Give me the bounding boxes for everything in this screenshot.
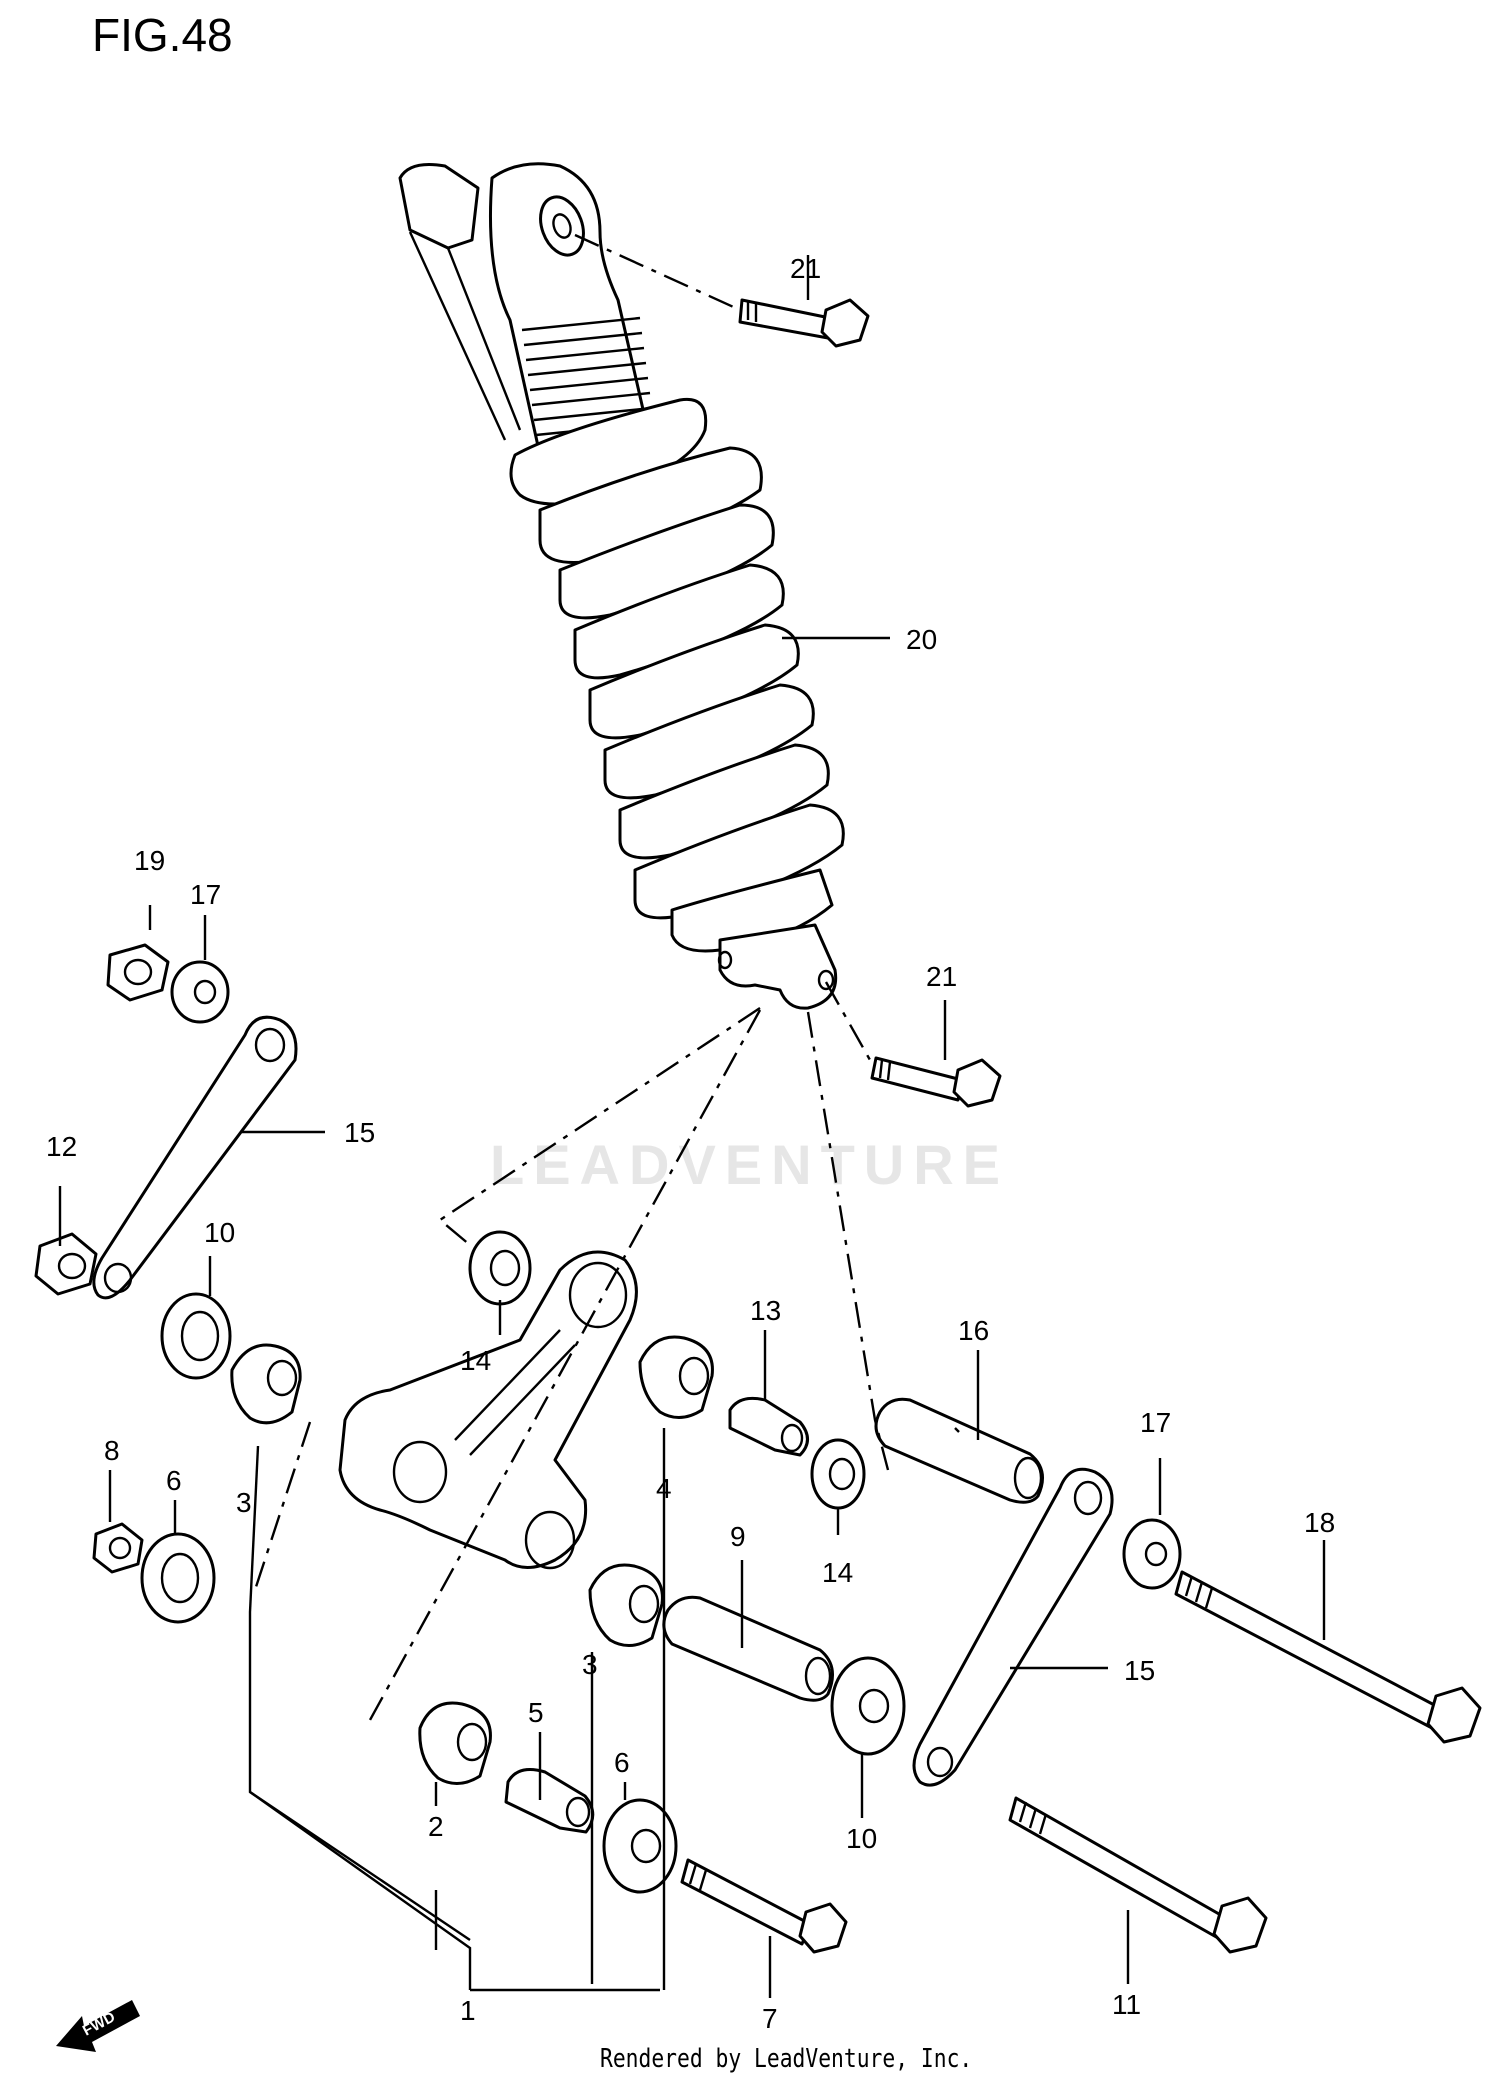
callout-bearing-3-upper: 3 xyxy=(236,1487,252,1518)
figure-title: FIG.48 xyxy=(92,9,233,61)
leader-lines xyxy=(58,255,1326,1998)
callout-oil-seal-14-right: 14 xyxy=(822,1557,853,1588)
bearing-3-lower xyxy=(588,1563,664,1647)
oil-seal-10-right xyxy=(830,1656,906,1756)
oil-seal-6-right xyxy=(602,1798,678,1894)
callout-oil-seal-6-left: 6 xyxy=(166,1465,182,1496)
footer-credit: Rendered by LeadVenture, Inc. xyxy=(600,2044,973,2074)
callout-tie-rod-15-left: 15 xyxy=(344,1117,375,1148)
lower-shock-bolt xyxy=(870,1056,1002,1108)
bolt-7 xyxy=(680,1858,848,1954)
callout-oil-seal-10-left: 10 xyxy=(204,1217,235,1248)
washer-17 xyxy=(170,960,230,1024)
callout-pipe-16: 16 xyxy=(958,1315,989,1346)
bolt-11 xyxy=(1008,1796,1268,1954)
callout-bolt-18: 18 xyxy=(1304,1507,1335,1538)
spacer-5 xyxy=(504,1768,595,1834)
rear-shock-absorber xyxy=(398,162,845,1010)
pipe-16 xyxy=(874,1397,1044,1504)
bearing-3-upper xyxy=(230,1343,302,1425)
callout-nut-8: 8 xyxy=(104,1435,120,1466)
callout-nut-19: 19 xyxy=(134,845,165,876)
oil-seal-14-upper xyxy=(468,1230,532,1306)
callout-lower-bolt-21: 21 xyxy=(926,961,957,992)
callout-washer-17: 17 xyxy=(190,879,221,910)
fwd-arrow-icon: FWD xyxy=(56,2000,140,2052)
callout-pipe-9: 9 xyxy=(730,1521,746,1552)
tie-rod-right xyxy=(912,1467,1114,1787)
callout-bolt-7: 7 xyxy=(762,2003,778,2034)
callout-washer-17-right: 17 xyxy=(1140,1407,1171,1438)
callout-upper-bolt-21: 21 xyxy=(790,253,821,284)
callout-bearing-3-lower: 3 xyxy=(582,1649,598,1680)
watermark: LEADVENTURE xyxy=(490,1133,1010,1196)
callout-bearing-4: 4 xyxy=(656,1473,672,1504)
oil-seal-6-left xyxy=(140,1532,216,1624)
callout-cushion-lever-1: 1 xyxy=(460,1995,476,2026)
callout-spacer-5: 5 xyxy=(528,1697,544,1728)
upper-shock-bolt xyxy=(738,298,870,348)
spacer-13 xyxy=(728,1396,809,1457)
oil-seal-10-left xyxy=(160,1292,232,1380)
callout-tie-rod-15-right: 15 xyxy=(1124,1655,1155,1686)
callout-oil-seal-14-upper: 14 xyxy=(460,1345,491,1376)
bearing-2 xyxy=(418,1701,492,1785)
tie-rod-left xyxy=(92,1015,298,1300)
washer-17-right xyxy=(1122,1518,1182,1590)
callout-nut-12: 12 xyxy=(46,1131,77,1162)
pipe-9 xyxy=(662,1595,834,1702)
nut-8 xyxy=(92,1522,144,1574)
cushion-lever xyxy=(338,1250,638,1570)
bearing-4 xyxy=(638,1335,714,1419)
callout-oil-seal-6-right: 6 xyxy=(614,1747,630,1778)
callout-oil-seal-10-right: 10 xyxy=(846,1823,877,1854)
callout-shock-20: 20 xyxy=(906,624,937,655)
nut-19 xyxy=(106,943,170,1002)
callout-bearing-2: 2 xyxy=(428,1811,444,1842)
oil-seal-14-right xyxy=(810,1438,866,1510)
nut-12 xyxy=(34,1232,98,1296)
bolt-18 xyxy=(1174,1570,1482,1744)
callout-bolt-11: 11 xyxy=(1112,1989,1141,2020)
callout-spacer-13: 13 xyxy=(750,1295,781,1326)
